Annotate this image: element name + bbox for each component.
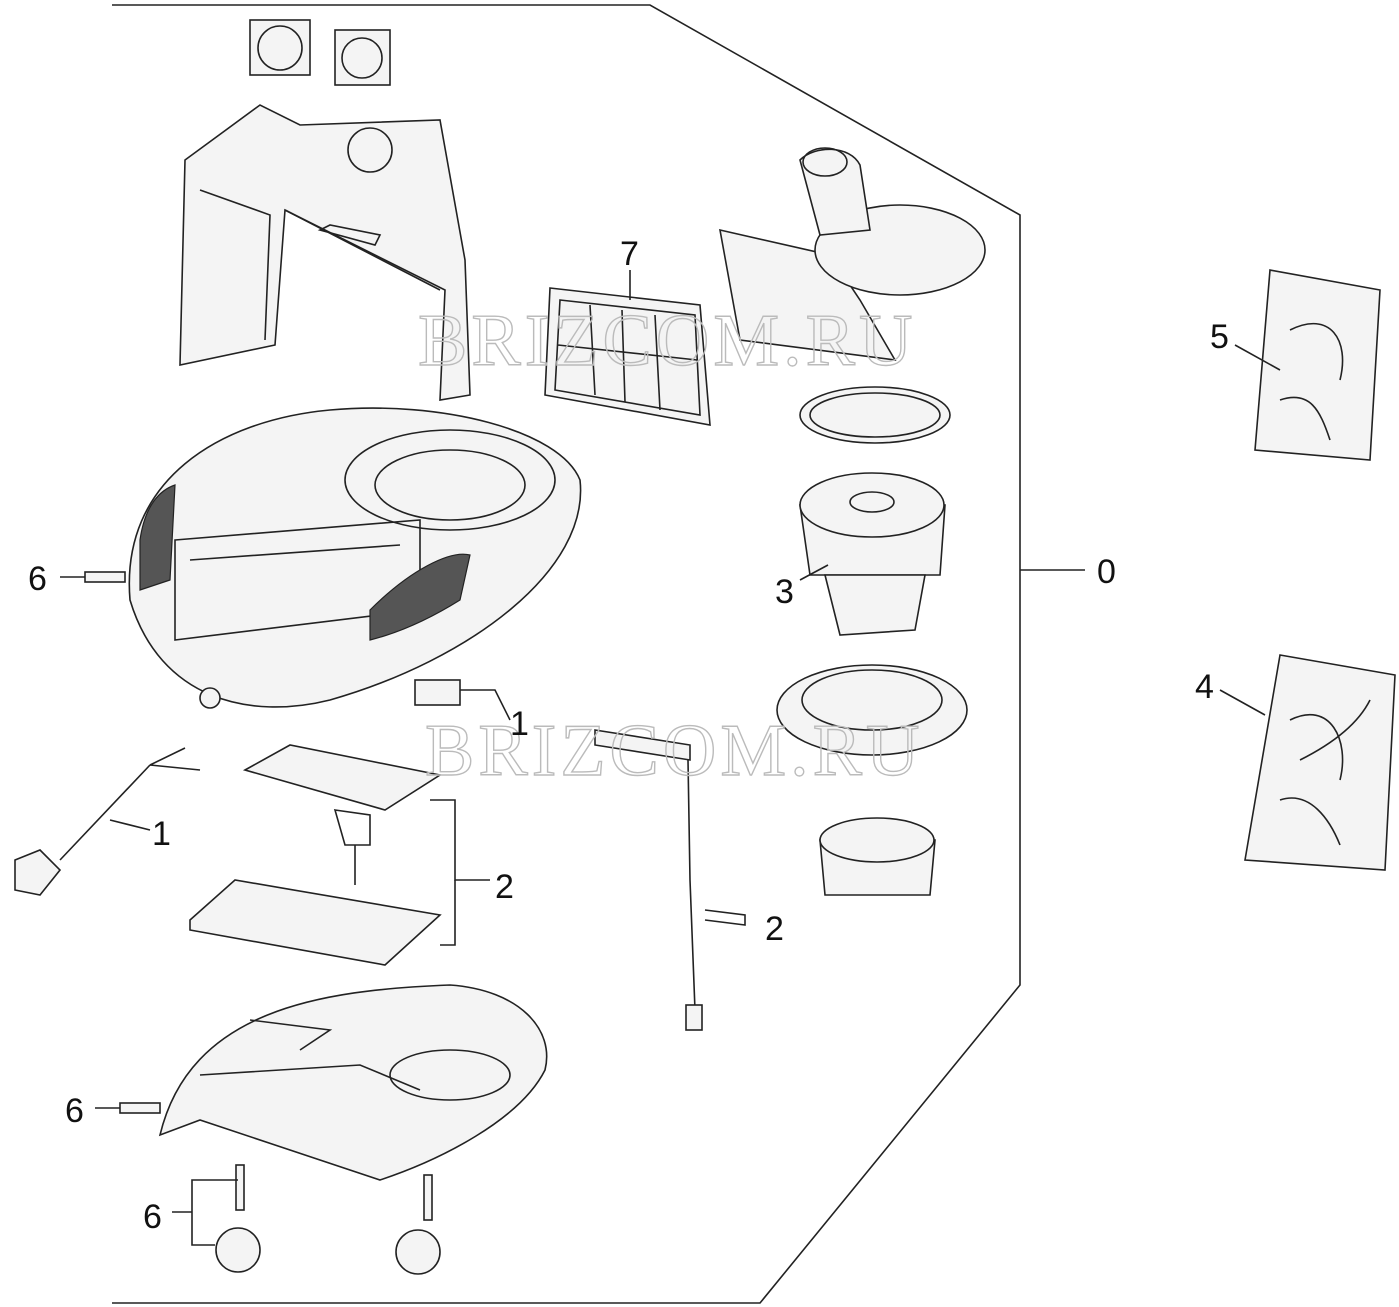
callout-2-cable: 2	[765, 910, 784, 948]
watermark: BRIZCOM.RU	[425, 710, 923, 792]
callout-5: 5	[1210, 318, 1229, 356]
sleeve	[819, 817, 936, 896]
assembly-outline	[112, 4, 1021, 1304]
callout-0: 0	[1097, 553, 1116, 591]
switch	[414, 679, 511, 721]
top-housing	[179, 19, 471, 401]
callout-7: 7	[620, 235, 639, 273]
bag-kit-5	[1234, 269, 1381, 461]
callout-1-switch: 1	[510, 705, 529, 743]
callout-1-cord: 1	[152, 815, 171, 853]
motor	[799, 472, 946, 636]
callout-6-castors: 6	[143, 1198, 162, 1236]
base	[158, 984, 548, 1275]
power-cord	[14, 747, 201, 896]
main-body	[128, 407, 582, 709]
screw-6b	[119, 1102, 161, 1114]
leader-3	[799, 564, 829, 581]
bag-kit-4	[1219, 654, 1396, 871]
callout-6-base: 6	[65, 1092, 84, 1130]
gasket-inner	[809, 392, 941, 438]
screw-6a	[84, 571, 126, 583]
sensor-cable	[594, 729, 746, 1031]
watermark: BRIZCOM.RU	[418, 300, 916, 382]
callout-6-housing: 6	[28, 560, 47, 598]
gasket	[799, 386, 951, 444]
filter	[544, 270, 711, 426]
callout-4: 4	[1195, 668, 1214, 706]
pcb-board	[189, 744, 490, 966]
callout-3: 3	[775, 573, 794, 611]
motor-seat	[776, 664, 968, 756]
motor-cover	[718, 147, 986, 362]
callout-2-pcb: 2	[495, 868, 514, 906]
